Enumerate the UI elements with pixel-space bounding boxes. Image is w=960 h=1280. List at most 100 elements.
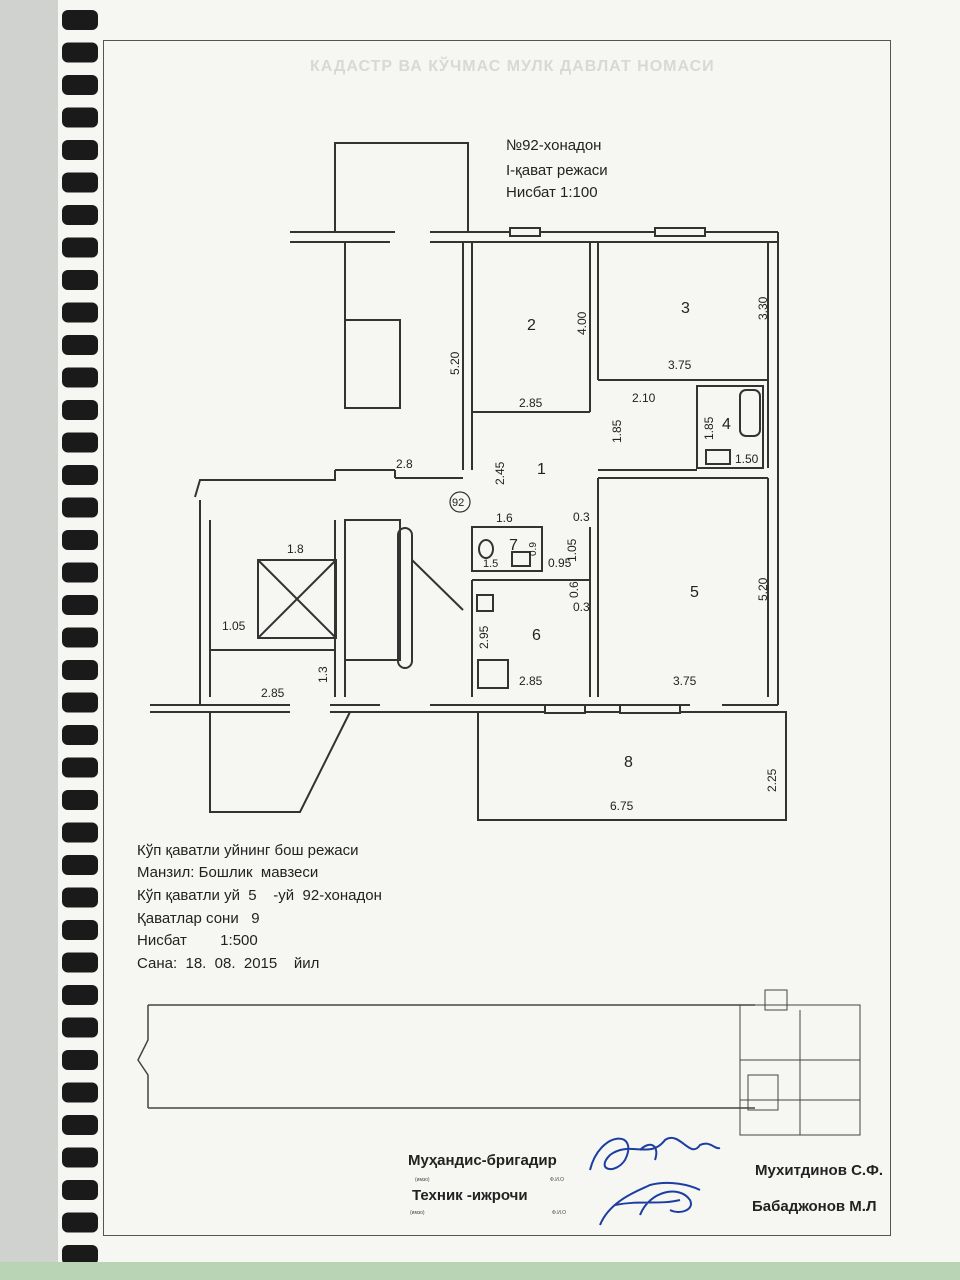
handwritten-signatures: [589, 1137, 721, 1226]
paper-sheet: [58, 0, 960, 1262]
info-line: Кўп қаватли уй 5 -уй 92-хонадон: [137, 887, 382, 904]
dimension-label: 2.8: [396, 457, 413, 471]
room-label: 8: [624, 754, 633, 771]
binding-ring: [62, 1082, 98, 1103]
binding-ring: [62, 42, 98, 63]
dimension-label: 3.75: [673, 674, 697, 688]
binding-ring: [62, 465, 98, 485]
binding-ring: [62, 302, 98, 323]
sink: [705, 449, 731, 465]
dimension-label: 1.05: [222, 619, 246, 633]
apartment-marker: 92: [452, 497, 464, 509]
dimension-label: 2.85: [519, 674, 543, 688]
dimension-label: 0.3: [573, 600, 590, 614]
binding-ring: [62, 952, 98, 973]
room-label: 5: [690, 584, 699, 601]
binding-ring: [62, 400, 98, 420]
technician-fio-caption: Ф.И.О: [552, 1210, 567, 1216]
technician-sign-caption: (имзо): [410, 1210, 425, 1216]
binding-ring: [62, 627, 98, 648]
binding-ring: [62, 140, 98, 160]
elevator-shaft: [257, 559, 337, 639]
dimension-label: 0.3: [573, 510, 590, 524]
dimension-label: 1.85: [702, 416, 716, 440]
stove: [477, 659, 509, 689]
plan-scale-title: Нисбат 1:100: [506, 184, 598, 201]
room-label: 4: [722, 416, 731, 433]
wall: [411, 559, 464, 611]
binding-ring: [62, 335, 98, 355]
dimension-label: 3.75: [668, 358, 692, 372]
kitchen-sink: [476, 594, 494, 612]
binding-ring: [62, 595, 98, 615]
binding-ring: [62, 985, 98, 1005]
dimension-label: 1.05: [565, 538, 579, 562]
binding-ring: [62, 1147, 98, 1168]
binding-ring: [62, 270, 98, 290]
technician-role: Техник -ижрочи: [412, 1187, 528, 1204]
dimension-label: 5.20: [756, 577, 770, 601]
room-label: 2: [527, 317, 536, 334]
window: [619, 704, 681, 714]
elevator-cross: [257, 559, 337, 639]
binding-ring: [62, 75, 98, 95]
window: [544, 704, 586, 714]
room-label: 7: [509, 537, 518, 554]
site-plan: [137, 989, 861, 1136]
info-line: Кўп қаватли уйнинг бош режаси: [137, 842, 359, 859]
staircase: [344, 319, 401, 409]
info-line: Манзил: Бошлик мавзеси: [137, 864, 319, 881]
binding-ring: [62, 855, 98, 875]
dimension-label: 2.25: [765, 768, 779, 792]
info-line: Қаватлар сони 9: [137, 910, 260, 927]
faded-header-watermark: КАДАСТР ВА КЎЧМАС МУЛК ДАВЛАТ НОМАСИ: [310, 58, 715, 75]
apartment-marker-circle: [449, 491, 471, 513]
binding-ring: [62, 1180, 98, 1200]
background-surface: [0, 1262, 960, 1280]
binding-ring: [62, 757, 98, 778]
engineer-role: Муҳандис-бригадир: [408, 1152, 557, 1169]
dimension-label: 1.8: [287, 542, 304, 556]
binding-ring: [62, 367, 98, 388]
wall: [334, 142, 469, 232]
engineer-sign-caption: (имзо): [415, 1177, 430, 1183]
binding-ring: [62, 822, 98, 843]
dimension-label: 2.45: [493, 461, 507, 485]
engineer-fio-caption: Ф.И.О: [550, 1177, 565, 1183]
info-line: Нисбат 1:500: [137, 932, 258, 949]
dimension-label: 3.30: [756, 296, 770, 320]
dimension-label: 2.10: [632, 391, 656, 405]
technician-name: Бабаджонов М.Л: [752, 1198, 877, 1215]
sink: [511, 551, 531, 567]
binding-ring: [62, 725, 98, 745]
dimension-label: 5.20: [448, 351, 462, 375]
dimension-label: 1.6: [496, 511, 513, 525]
wall: [194, 470, 336, 498]
dimension-label: 2.95: [477, 625, 491, 649]
dimension-label: 2.85: [519, 396, 543, 410]
binding-ring: [62, 660, 98, 680]
spiral-binding: [62, 10, 98, 1265]
binding-ring: [62, 10, 98, 30]
bathroom-wall: [696, 385, 764, 469]
binding-ring: [62, 432, 98, 453]
staircase: [344, 519, 401, 661]
binding-ring: [62, 562, 98, 583]
binding-ring: [62, 887, 98, 908]
window: [509, 227, 541, 237]
drawing-frame: [103, 40, 891, 1236]
toilet-bowl: [478, 539, 494, 559]
toilet-room-wall: [471, 526, 543, 572]
dimension-label: 0.6: [567, 581, 581, 598]
binding-ring: [62, 205, 98, 225]
binding-ring: [62, 530, 98, 550]
binding-ring: [62, 1050, 98, 1070]
stair-rail: [397, 527, 413, 669]
dimension-label: 1.3: [316, 666, 330, 683]
dimension-label: 1.85: [610, 419, 624, 443]
room-label: 1: [537, 461, 546, 478]
binding-ring: [62, 692, 98, 713]
dimension-label: 6.75: [610, 799, 634, 813]
entrance-porch: [209, 711, 351, 813]
binding-ring: [62, 920, 98, 940]
